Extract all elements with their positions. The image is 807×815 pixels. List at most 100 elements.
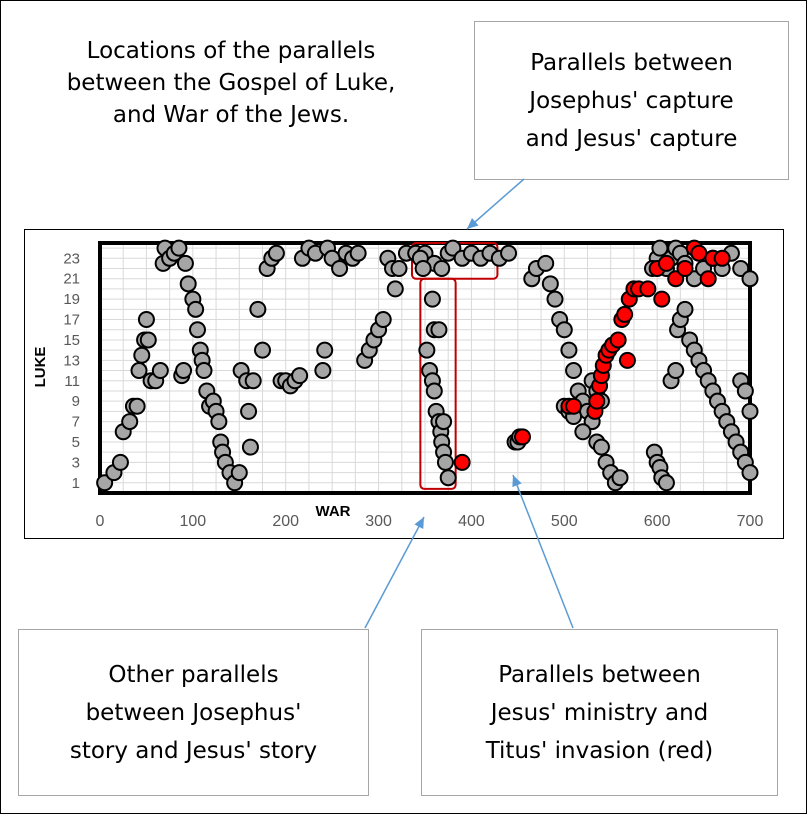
title-line-2: between the Gospel of Luke, (66, 70, 396, 96)
red-data-point (657, 254, 675, 272)
grey-data-point (676, 300, 694, 318)
grey-data-point (537, 254, 555, 272)
grey-data-point (741, 270, 759, 288)
grey-data-point (137, 311, 155, 329)
grey-data-point (386, 280, 404, 298)
y-tick-label: 7 (72, 414, 80, 431)
x-tick-label: 600 (644, 513, 671, 530)
x-tick-label: 100 (180, 513, 207, 530)
red-data-point (588, 392, 606, 410)
grey-data-point (316, 341, 334, 359)
y-tick-label: 19 (63, 291, 80, 308)
y-tick-label: 13 (63, 352, 80, 369)
red-data-point (609, 331, 627, 349)
y-axis-label: LUKE (32, 347, 49, 388)
grey-data-point (139, 331, 157, 349)
red-data-point (616, 305, 634, 323)
x-axis-label: WAR (316, 503, 351, 520)
grey-data-point (667, 362, 685, 380)
red-data-point (653, 290, 671, 308)
red-data-point (618, 351, 636, 369)
grey-data-point (189, 321, 206, 339)
arrow-titus-head (512, 475, 522, 488)
x-tick-label: 400 (458, 513, 485, 530)
x-tick-label: 300 (365, 513, 392, 530)
grey-data-point (390, 260, 408, 278)
grey-data-point (244, 372, 262, 390)
callout-titus-line-3: Titus' invasion (red) (485, 737, 714, 764)
y-tick-label: 23 (63, 250, 80, 267)
callout-titus: Parallels between Jesus' ministry and Ti… (421, 629, 778, 796)
callout-capture-line-1: Parallels between (530, 49, 733, 76)
grey-data-point (374, 311, 392, 329)
figure-title: Locations of the parallels between the G… (31, 35, 431, 131)
arrow-titus (512, 474, 574, 629)
grey-data-point (175, 362, 193, 380)
grey-data-point (574, 423, 592, 441)
chart-area (24, 229, 784, 539)
y-tick-label: 1 (72, 475, 80, 492)
grey-data-point (179, 275, 197, 293)
grey-data-point (111, 453, 129, 471)
red-data-point (713, 249, 731, 267)
grey-data-point (249, 300, 267, 318)
red-data-point (690, 244, 708, 262)
grey-data-point (128, 397, 146, 415)
grey-data-point (435, 413, 453, 431)
grey-data-point (121, 413, 139, 431)
grey-data-point (430, 321, 448, 339)
red-data-point (699, 270, 717, 288)
red-data-point (453, 453, 471, 471)
red-data-point (667, 270, 685, 288)
data-points (96, 239, 759, 492)
grey-data-point (418, 341, 436, 359)
grey-data-point (267, 244, 285, 262)
red-data-point (676, 260, 694, 278)
grey-data-point (651, 239, 669, 257)
callout-titus-line-2: Jesus' ministry and (490, 699, 709, 726)
grey-data-point (555, 321, 573, 339)
callout-capture-line-3: and Jesus' capture (525, 125, 738, 152)
callout-capture-line-2: Josephus' capture (529, 87, 734, 114)
grey-data-point (240, 402, 258, 420)
callout-other-line-1: Other parallels (108, 661, 279, 688)
red-data-point (639, 280, 657, 298)
grey-data-point (254, 341, 271, 359)
grey-data-point (195, 362, 213, 380)
y-tick-label: 5 (72, 434, 80, 451)
grey-data-point (444, 239, 462, 257)
y-tick-label: 11 (64, 373, 80, 390)
grey-data-point (741, 402, 759, 420)
y-tick-label: 15 (63, 332, 80, 349)
x-tick-label: 500 (551, 513, 578, 530)
x-tick-label: 200 (272, 513, 299, 530)
title-line-1: Locations of the parallels (86, 38, 376, 64)
grey-data-point (170, 239, 188, 257)
grey-data-point (741, 464, 759, 482)
grey-data-point (500, 244, 518, 262)
y-tick-label: 3 (72, 454, 80, 471)
arrow-other (364, 516, 425, 629)
y-tick-label: 17 (63, 312, 80, 329)
callout-capture: Parallels between Josephus' capture and … (474, 21, 789, 180)
grey-data-point (151, 362, 169, 380)
grey-data-point (423, 290, 441, 308)
callout-other-line-3: story and Jesus' story (69, 737, 318, 764)
grey-data-point (736, 382, 754, 400)
grey-data-point (349, 244, 367, 262)
grey-data-point (241, 438, 259, 456)
grey-data-point (210, 413, 228, 431)
grey-data-point (314, 362, 332, 380)
grey-data-point (560, 341, 578, 359)
y-tick-label: 9 (72, 393, 80, 410)
grey-data-point (291, 367, 309, 385)
x-tick-label: 700 (737, 513, 764, 530)
callout-other-line-2: between Josephus' (85, 699, 302, 726)
red-data-point (514, 428, 531, 446)
title-line-3: and War of the Jews. (112, 102, 350, 128)
arrow-other-head (414, 517, 424, 530)
grey-data-point (331, 260, 349, 278)
grey-data-point (732, 260, 750, 278)
